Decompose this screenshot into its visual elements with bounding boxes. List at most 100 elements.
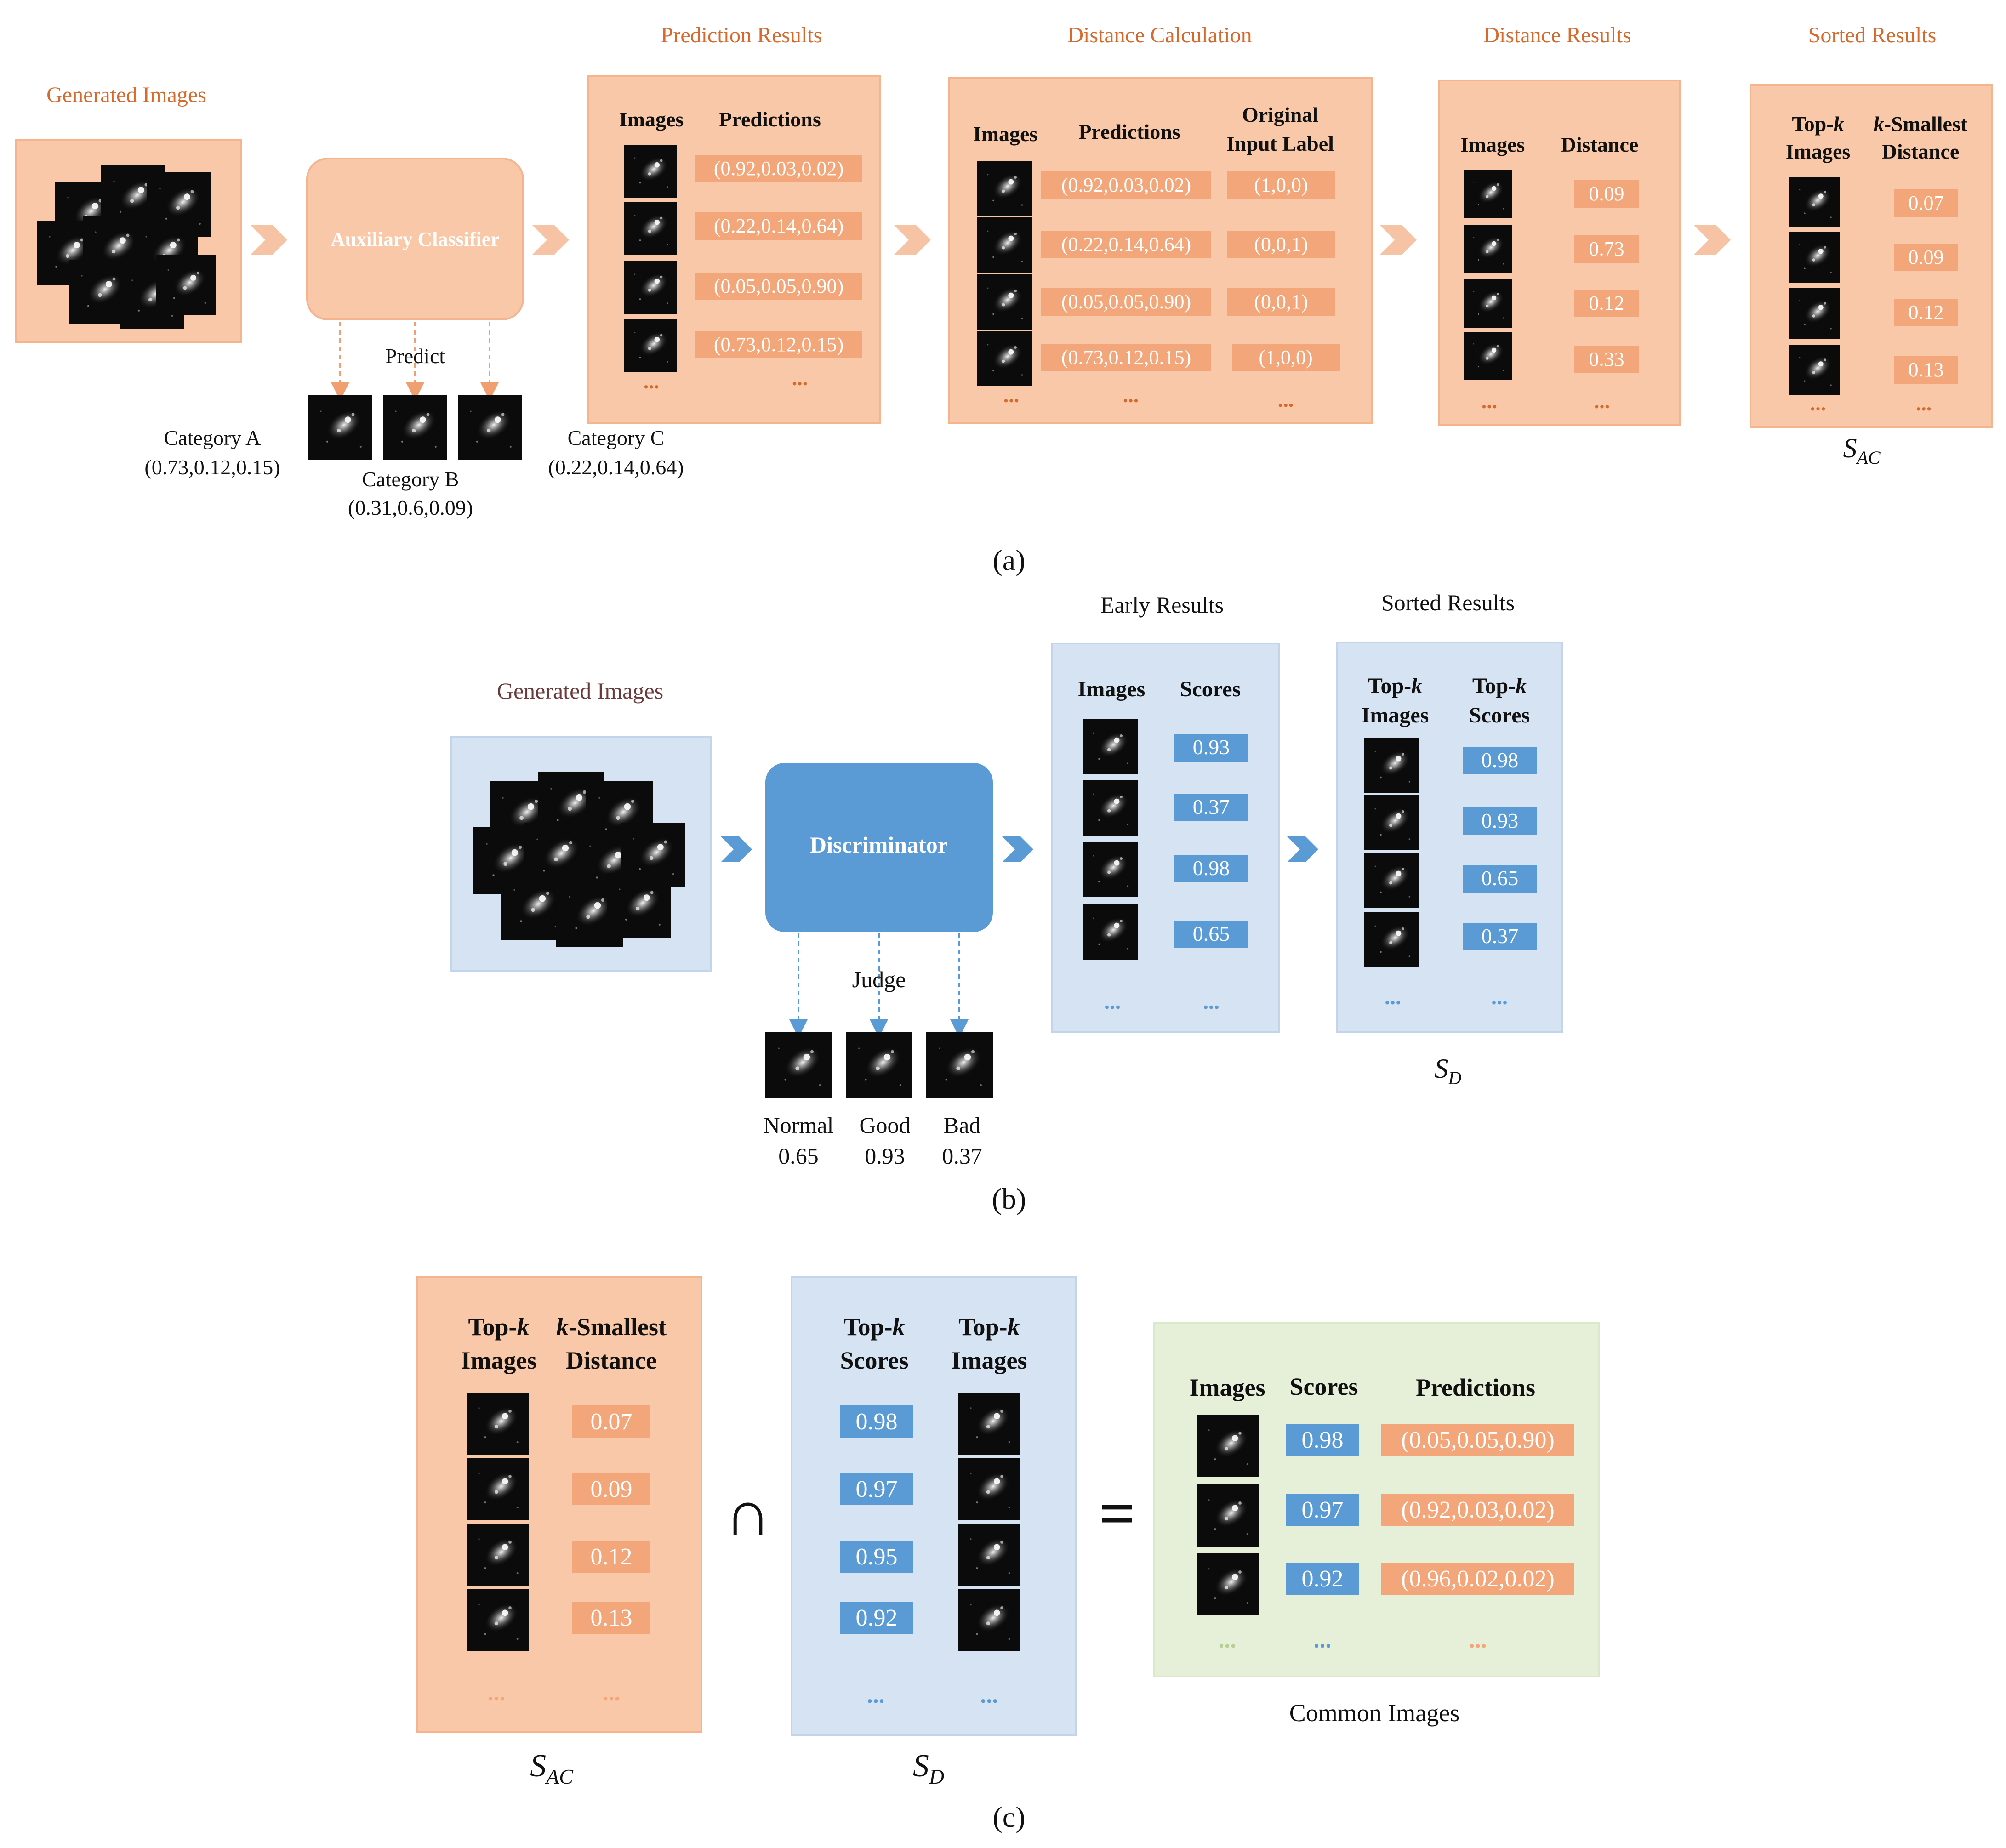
pr-pred-box-1: [695, 155, 862, 182]
dr-distance-1: 0.09: [1589, 182, 1624, 205]
early-results-title: Early Results: [1100, 592, 1224, 618]
ci-image-1: [1197, 1415, 1259, 1477]
c-sd-col2-k: k: [1008, 1313, 1020, 1341]
dr-col-distance: Distance: [1561, 133, 1639, 156]
ci-score-box-1: [1286, 1424, 1359, 1456]
a-chevron-3: [894, 225, 931, 255]
c-sac-col1-line2: Images: [461, 1347, 537, 1374]
dc-pred-box-1: [1041, 171, 1211, 199]
pr-image-1: [624, 145, 677, 198]
c-sac-distance-1: 0.07: [591, 1409, 633, 1435]
a-sr-distance-box-1: [1894, 189, 1958, 217]
c-sd-score-4: 0.92: [856, 1605, 898, 1631]
er-score-4: 0.65: [1193, 922, 1230, 945]
pr-pred-box-3: [695, 273, 862, 300]
caption-b: (b): [992, 1183, 1026, 1215]
er-col-images: Images: [1078, 677, 1145, 701]
judged-bad-score: 0.37: [942, 1143, 982, 1169]
predict-arrows: [331, 322, 499, 401]
judged-bad-name: Bad: [944, 1112, 981, 1138]
er-ellipsis-images: ...: [1104, 989, 1121, 1014]
ci-pred-box-1: [1381, 1424, 1574, 1456]
dr-distance-2: 0.73: [1589, 238, 1624, 260]
pr-image-4: [624, 319, 677, 372]
er-image-3: [1083, 842, 1138, 897]
category-c-values: (0.22,0.14,0.64): [548, 455, 684, 479]
caption-c: (c): [992, 1801, 1025, 1833]
c-sd-score-box-1: [840, 1405, 913, 1438]
c-sac-distance-box-3: [572, 1541, 650, 1573]
judged-normal-name: Normal: [764, 1112, 834, 1138]
c-sac-rows: 0.07 0.09 0.12 0.13 ... ...: [467, 1393, 650, 1706]
er-score-box-2: [1174, 794, 1248, 821]
b-sr-image-4: [1364, 912, 1419, 967]
dr-distance-3: 0.12: [1589, 292, 1624, 314]
judge-label: Judge: [852, 967, 906, 992]
judged-normal-image: [765, 1032, 832, 1098]
discriminator-box: [765, 763, 993, 932]
a-sorted-results-title: Sorted Results: [1808, 23, 1937, 47]
a-set-sac-subscript: AC: [1855, 447, 1881, 468]
b-chevron-3: [1287, 836, 1318, 862]
dc-ellipsis-labels: ...: [1278, 388, 1294, 411]
c-set-sd-symbol: S: [913, 1748, 929, 1784]
c-sac-image-1: [467, 1393, 529, 1455]
c-sd-col1-line1: Top-k: [843, 1313, 905, 1341]
er-score-2: 0.37: [1193, 795, 1230, 819]
dc-image-3: [977, 274, 1032, 330]
er-score-box-4: [1174, 921, 1248, 948]
c-sd-image-1: [958, 1393, 1020, 1455]
dr-distance-4: 0.33: [1589, 348, 1624, 370]
c-sac-col1-k: k: [517, 1313, 530, 1341]
dr-ellipsis-images: ...: [1482, 389, 1498, 413]
a-sr-image-3: [1789, 288, 1840, 339]
dc-pred-box-2: [1041, 231, 1211, 258]
dc-image-1: [977, 161, 1032, 216]
b-sr-score-4: 0.37: [1482, 924, 1519, 948]
a-chevron-4: [1380, 225, 1417, 255]
dc-col-predictions: Predictions: [1078, 120, 1180, 143]
judged-good-score: 0.93: [865, 1143, 905, 1169]
c-sd-score-1: 0.98: [856, 1409, 898, 1435]
ci-score-1: 0.98: [1302, 1427, 1344, 1453]
b-sr-score-box-4: [1463, 923, 1537, 950]
b-chevron-1: [721, 836, 752, 862]
c-sd-score-box-4: [840, 1602, 913, 1634]
distance-results-rows: 0.09 0.73 0.12 0.33 ... ...: [1464, 170, 1639, 413]
a-sr-col2-smallest: -Smallest: [1884, 112, 1968, 136]
ci-ellipsis-images: ...: [1219, 1627, 1237, 1653]
ci-col-images: Images: [1190, 1374, 1265, 1401]
b-generated-images-title: Generated Images: [497, 678, 663, 704]
prediction-results-rows: (0.92,0.03,0.02) (0.22,0.14,0.64) (0.05,…: [624, 145, 862, 393]
prediction-results-col-predictions: Predictions: [719, 108, 821, 131]
ci-pred-2: (0.92,0.03,0.02): [1401, 1497, 1555, 1523]
a-sr-distance-box-4: [1894, 356, 1958, 384]
b-sorted-results-title: Sorted Results: [1381, 590, 1515, 615]
ci-image-3: [1197, 1553, 1259, 1615]
pr-pred-box-4: [695, 331, 862, 358]
c-set-sac-symbol: S: [530, 1748, 546, 1784]
ci-ellipsis-scores: ...: [1314, 1627, 1332, 1653]
panel-c: Top-k Images k-Smallest Distance 0.07 0.…: [416, 1276, 1600, 1833]
judged-good-name: Good: [859, 1112, 910, 1138]
dr-distance-box-1: [1574, 180, 1639, 208]
c-sac-distance-3: 0.12: [591, 1544, 633, 1570]
prediction-results-title: Prediction Results: [661, 23, 822, 47]
dr-col-images: Images: [1460, 133, 1525, 156]
dr-image-3: [1464, 279, 1512, 328]
dc-ellipsis-predictions: ...: [1123, 383, 1139, 407]
distance-results-title: Distance Results: [1483, 23, 1631, 47]
category-a-image: [308, 395, 372, 460]
b-sr-score-box-1: [1463, 747, 1537, 774]
a-set-sac-label: SAC: [1843, 433, 1881, 468]
a-sr-distance-4: 0.13: [1909, 358, 1944, 381]
distance-calculation-title: Distance Calculation: [1067, 23, 1252, 47]
er-score-1: 0.93: [1193, 735, 1230, 759]
category-c-name: Category C: [568, 426, 665, 449]
c-sac-distance-4: 0.13: [591, 1605, 633, 1631]
er-image-2: [1083, 780, 1138, 836]
b-set-sd-symbol: S: [1435, 1053, 1448, 1084]
c-sd-score-box-2: [840, 1473, 913, 1505]
ci-col-predictions: Predictions: [1416, 1374, 1535, 1401]
